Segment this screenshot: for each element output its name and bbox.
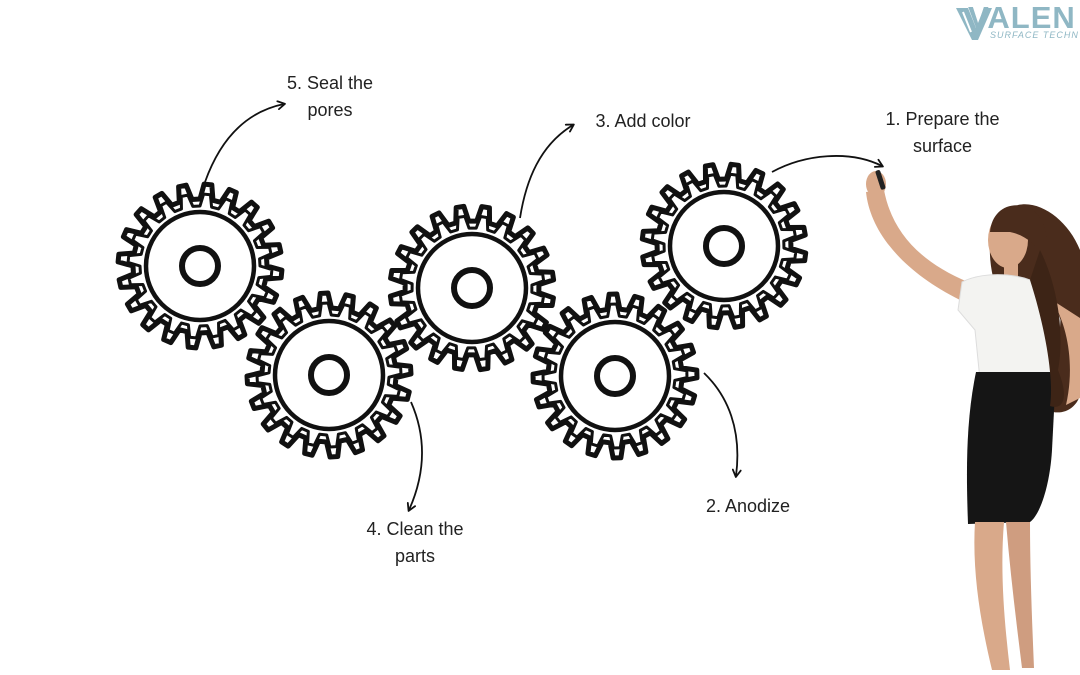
gear-step-1-teeth — [639, 161, 809, 331]
arrow-step-2 — [703, 372, 742, 478]
gear-step-5-ring — [143, 209, 257, 323]
presenter-woman-illustration — [866, 170, 1080, 670]
gear-step-4-hub — [308, 354, 350, 396]
gear-step-3-teeth — [387, 203, 557, 373]
gear-step-4 — [244, 290, 414, 460]
gear-step-2-ring — [558, 319, 672, 433]
gear-step-3-ring — [415, 231, 529, 345]
gear-step-5-teeth — [115, 181, 285, 351]
gear-step-5 — [115, 181, 285, 351]
logo-v-mark-icon — [956, 8, 992, 40]
company-logo: VALEN SURFACE TECHN — [954, 2, 1080, 46]
gear-step-2-inner-teeth — [541, 302, 689, 450]
step-4-label: 4. Clean the parts — [350, 516, 480, 570]
step-2-line-1: 2. Anodize — [705, 496, 791, 516]
step-5-label: 5. Seal the pores — [270, 70, 390, 124]
gear-step-5-inner-teeth — [126, 192, 274, 340]
gear-step-2-hub — [594, 355, 636, 397]
step-3-line-1: 3. Add color — [595, 111, 691, 131]
step-2-label: 2. Anodize — [688, 493, 808, 520]
step-5-line-1: 5. Seal the — [286, 73, 374, 93]
step-1-label: 1. Prepare the surface — [870, 106, 1015, 160]
gear-step-1 — [639, 161, 809, 331]
gear-step-4-teeth — [244, 290, 414, 460]
gear-step-4-ring — [272, 318, 386, 432]
gear-step-2-teeth — [530, 291, 700, 461]
arrow-step-3 — [519, 123, 575, 219]
step-1-line-1: 1. Prepare the — [885, 109, 1000, 129]
gear-step-5-hub — [179, 245, 221, 287]
arrow-step-5 — [204, 100, 286, 183]
step-4-line-2: parts — [394, 546, 436, 566]
step-4-line-1: 4. Clean the — [366, 519, 464, 539]
logo-wordmark: VALEN — [968, 2, 1076, 35]
logo-tagline: SURFACE TECHN — [990, 30, 1079, 40]
gear-step-1-hub — [703, 225, 745, 267]
gear-step-1-inner-teeth — [650, 172, 798, 320]
gear-step-3-inner-teeth — [398, 214, 546, 362]
arrow-step-1 — [771, 155, 884, 173]
gear-step-4-inner-teeth — [255, 301, 403, 449]
step-5-line-2: pores — [307, 100, 353, 120]
gear-step-3-hub — [451, 267, 493, 309]
gear-step-1-ring — [667, 189, 781, 303]
gear-step-3 — [387, 203, 557, 373]
arrow-step-4 — [406, 401, 423, 512]
step-3-label: 3. Add color — [578, 108, 708, 135]
step-1-line-2: surface — [912, 136, 973, 156]
gear-step-2 — [530, 291, 700, 461]
